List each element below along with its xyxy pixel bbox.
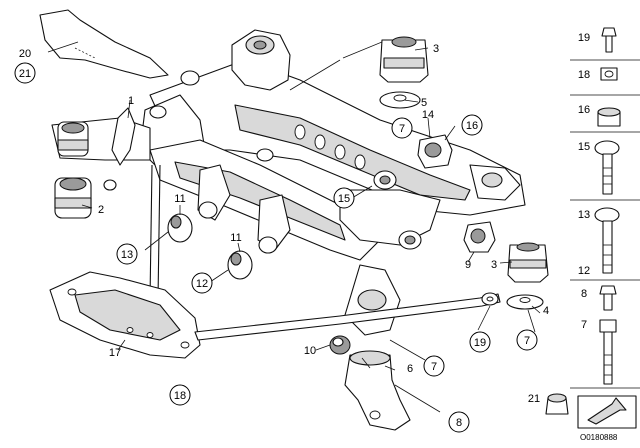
side-label-16: 16 (578, 104, 590, 116)
part-10-bushing (329, 335, 351, 355)
label-14: 14 (422, 109, 434, 121)
part-12-bushing (227, 250, 253, 280)
part-8-bolt (599, 285, 617, 311)
label-1: 1 (128, 95, 134, 107)
part-9-bushing (463, 221, 496, 253)
side-label-19: 19 (578, 32, 590, 44)
label-3-top: 3 (433, 43, 439, 55)
cross-member-holes (294, 124, 366, 170)
part-3-upper-mount (379, 36, 429, 83)
part-21-cap-nut (545, 393, 569, 415)
label-20: 20 (19, 48, 31, 60)
leader-lines (47, 41, 541, 413)
label-10: 10 (304, 345, 316, 357)
part-20-shield (39, 9, 169, 79)
label-7-top: 7 (399, 123, 405, 135)
rear-axle-carrier (51, 29, 526, 336)
label-15: 15 (338, 193, 350, 205)
label-3-right: 3 (491, 259, 497, 271)
part-2-bushing (54, 177, 92, 219)
circle-markers (14, 62, 538, 433)
label-13: 13 (121, 249, 133, 261)
label-21: 21 (19, 68, 31, 80)
callout-labels: 20 21 1 2 3 5 14 7 16 15 11 11 13 12 9 3… (19, 43, 549, 429)
part-13-bolt (594, 207, 620, 274)
label-18: 18 (174, 390, 186, 402)
part-3-lower-mount (507, 242, 549, 283)
document-id: O0180888 (580, 433, 618, 442)
label-19: 19 (474, 337, 486, 349)
label-8: 8 (456, 417, 462, 429)
side-label-15: 15 (578, 141, 590, 153)
side-label-7: 7 (581, 319, 587, 331)
label-9: 9 (465, 259, 471, 271)
part-18-nut (600, 67, 618, 81)
part-14-bushing (417, 134, 453, 169)
part-5-washer (379, 91, 421, 109)
side-label-21: 21 (528, 393, 540, 405)
label-6: 6 (407, 363, 413, 375)
label-7-mid: 7 (431, 361, 437, 373)
side-label-12: 12 (578, 265, 590, 277)
part-16-nut (597, 107, 621, 127)
arrow-symbol (577, 395, 637, 429)
side-label-18: 18 (578, 69, 590, 81)
label-12: 12 (196, 278, 208, 290)
part-1-bushing (57, 121, 89, 157)
label-4: 4 (543, 305, 549, 317)
side-label-13: 13 (578, 209, 590, 221)
label-16: 16 (466, 120, 478, 132)
label-2: 2 (98, 204, 104, 216)
part-7-bolt (599, 319, 617, 385)
hardware-column (545, 27, 640, 429)
tie-rod (194, 292, 501, 341)
part-17-plate (49, 271, 201, 359)
label-11-right: 11 (230, 232, 241, 244)
part-19-bolt (601, 27, 617, 53)
part-15-bolt (594, 140, 620, 195)
label-5: 5 (421, 97, 427, 109)
label-7-right: 7 (524, 335, 530, 347)
hardware-labels: 19 18 16 15 13 12 8 7 21 O0180888 (528, 32, 618, 442)
part-6-mount (344, 350, 411, 431)
part-4-washer (506, 294, 544, 310)
label-11-left: 11 (174, 193, 185, 205)
label-17: 17 (109, 347, 121, 359)
part-13-bushing (167, 213, 193, 243)
side-label-8: 8 (581, 288, 587, 300)
